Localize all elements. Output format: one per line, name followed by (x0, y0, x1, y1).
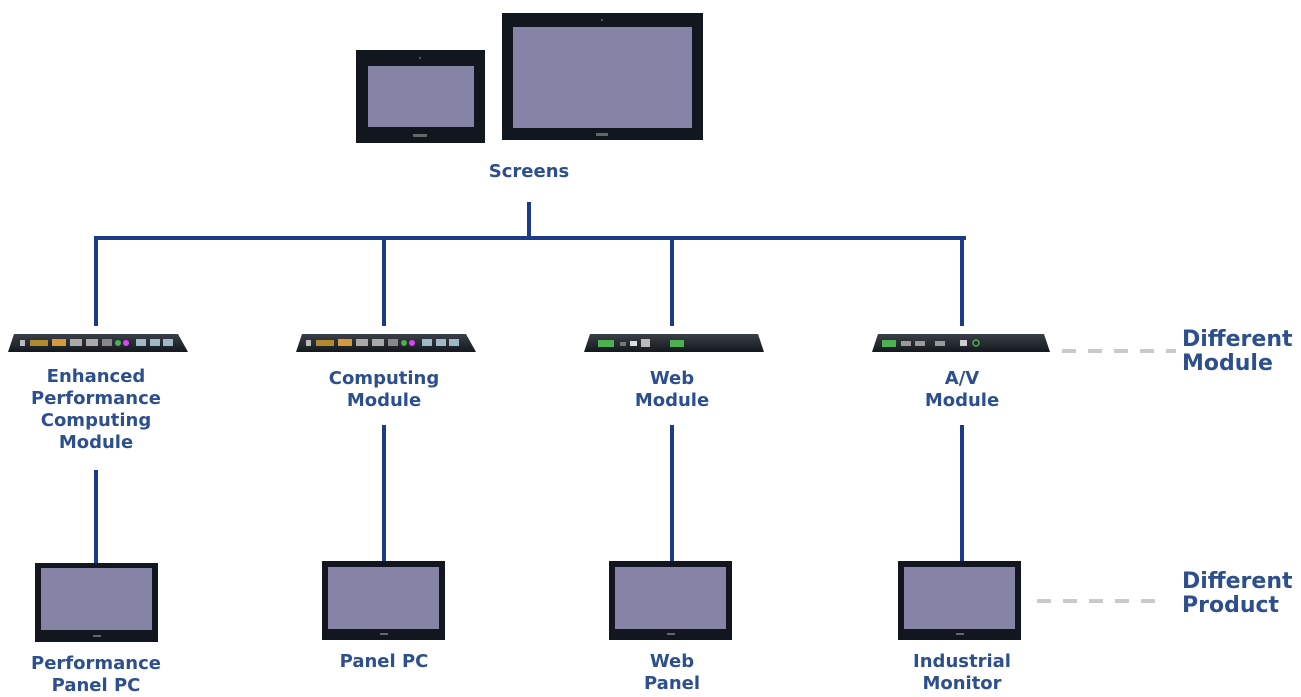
product-image-industrial-monitor (898, 561, 1021, 640)
module-label-computing: Computing Module (328, 368, 440, 411)
module-image-av (872, 334, 1050, 352)
product-label-panel-pc: Panel PC (339, 651, 429, 672)
module-image-enhanced (8, 334, 188, 352)
product-label-industrial-monitor: Industrial Monitor (913, 651, 1011, 694)
tree-connectors (94, 202, 966, 563)
large-screen-image (502, 13, 703, 140)
small-screen-image (356, 50, 485, 143)
product-image-performance-panel-pc (35, 563, 158, 642)
module-image-web (584, 334, 764, 352)
product-image-panel-pc (322, 561, 445, 640)
module-label-web: Web Module (634, 368, 710, 411)
module-image-computing (296, 334, 476, 352)
module-label-enhanced: Enhanced Performance Computing Module (31, 366, 161, 453)
legend-different-module: Different Module (1182, 327, 1293, 376)
product-label-performance-panel-pc: Performance Panel PC (31, 653, 161, 696)
screens-label: Screens (488, 161, 570, 182)
module-label-av: A/V Module (924, 368, 1000, 411)
product-image-web-panel (609, 561, 732, 640)
legend-different-product: Different Product (1182, 569, 1293, 618)
product-label-web-panel: Web Panel (643, 651, 701, 694)
